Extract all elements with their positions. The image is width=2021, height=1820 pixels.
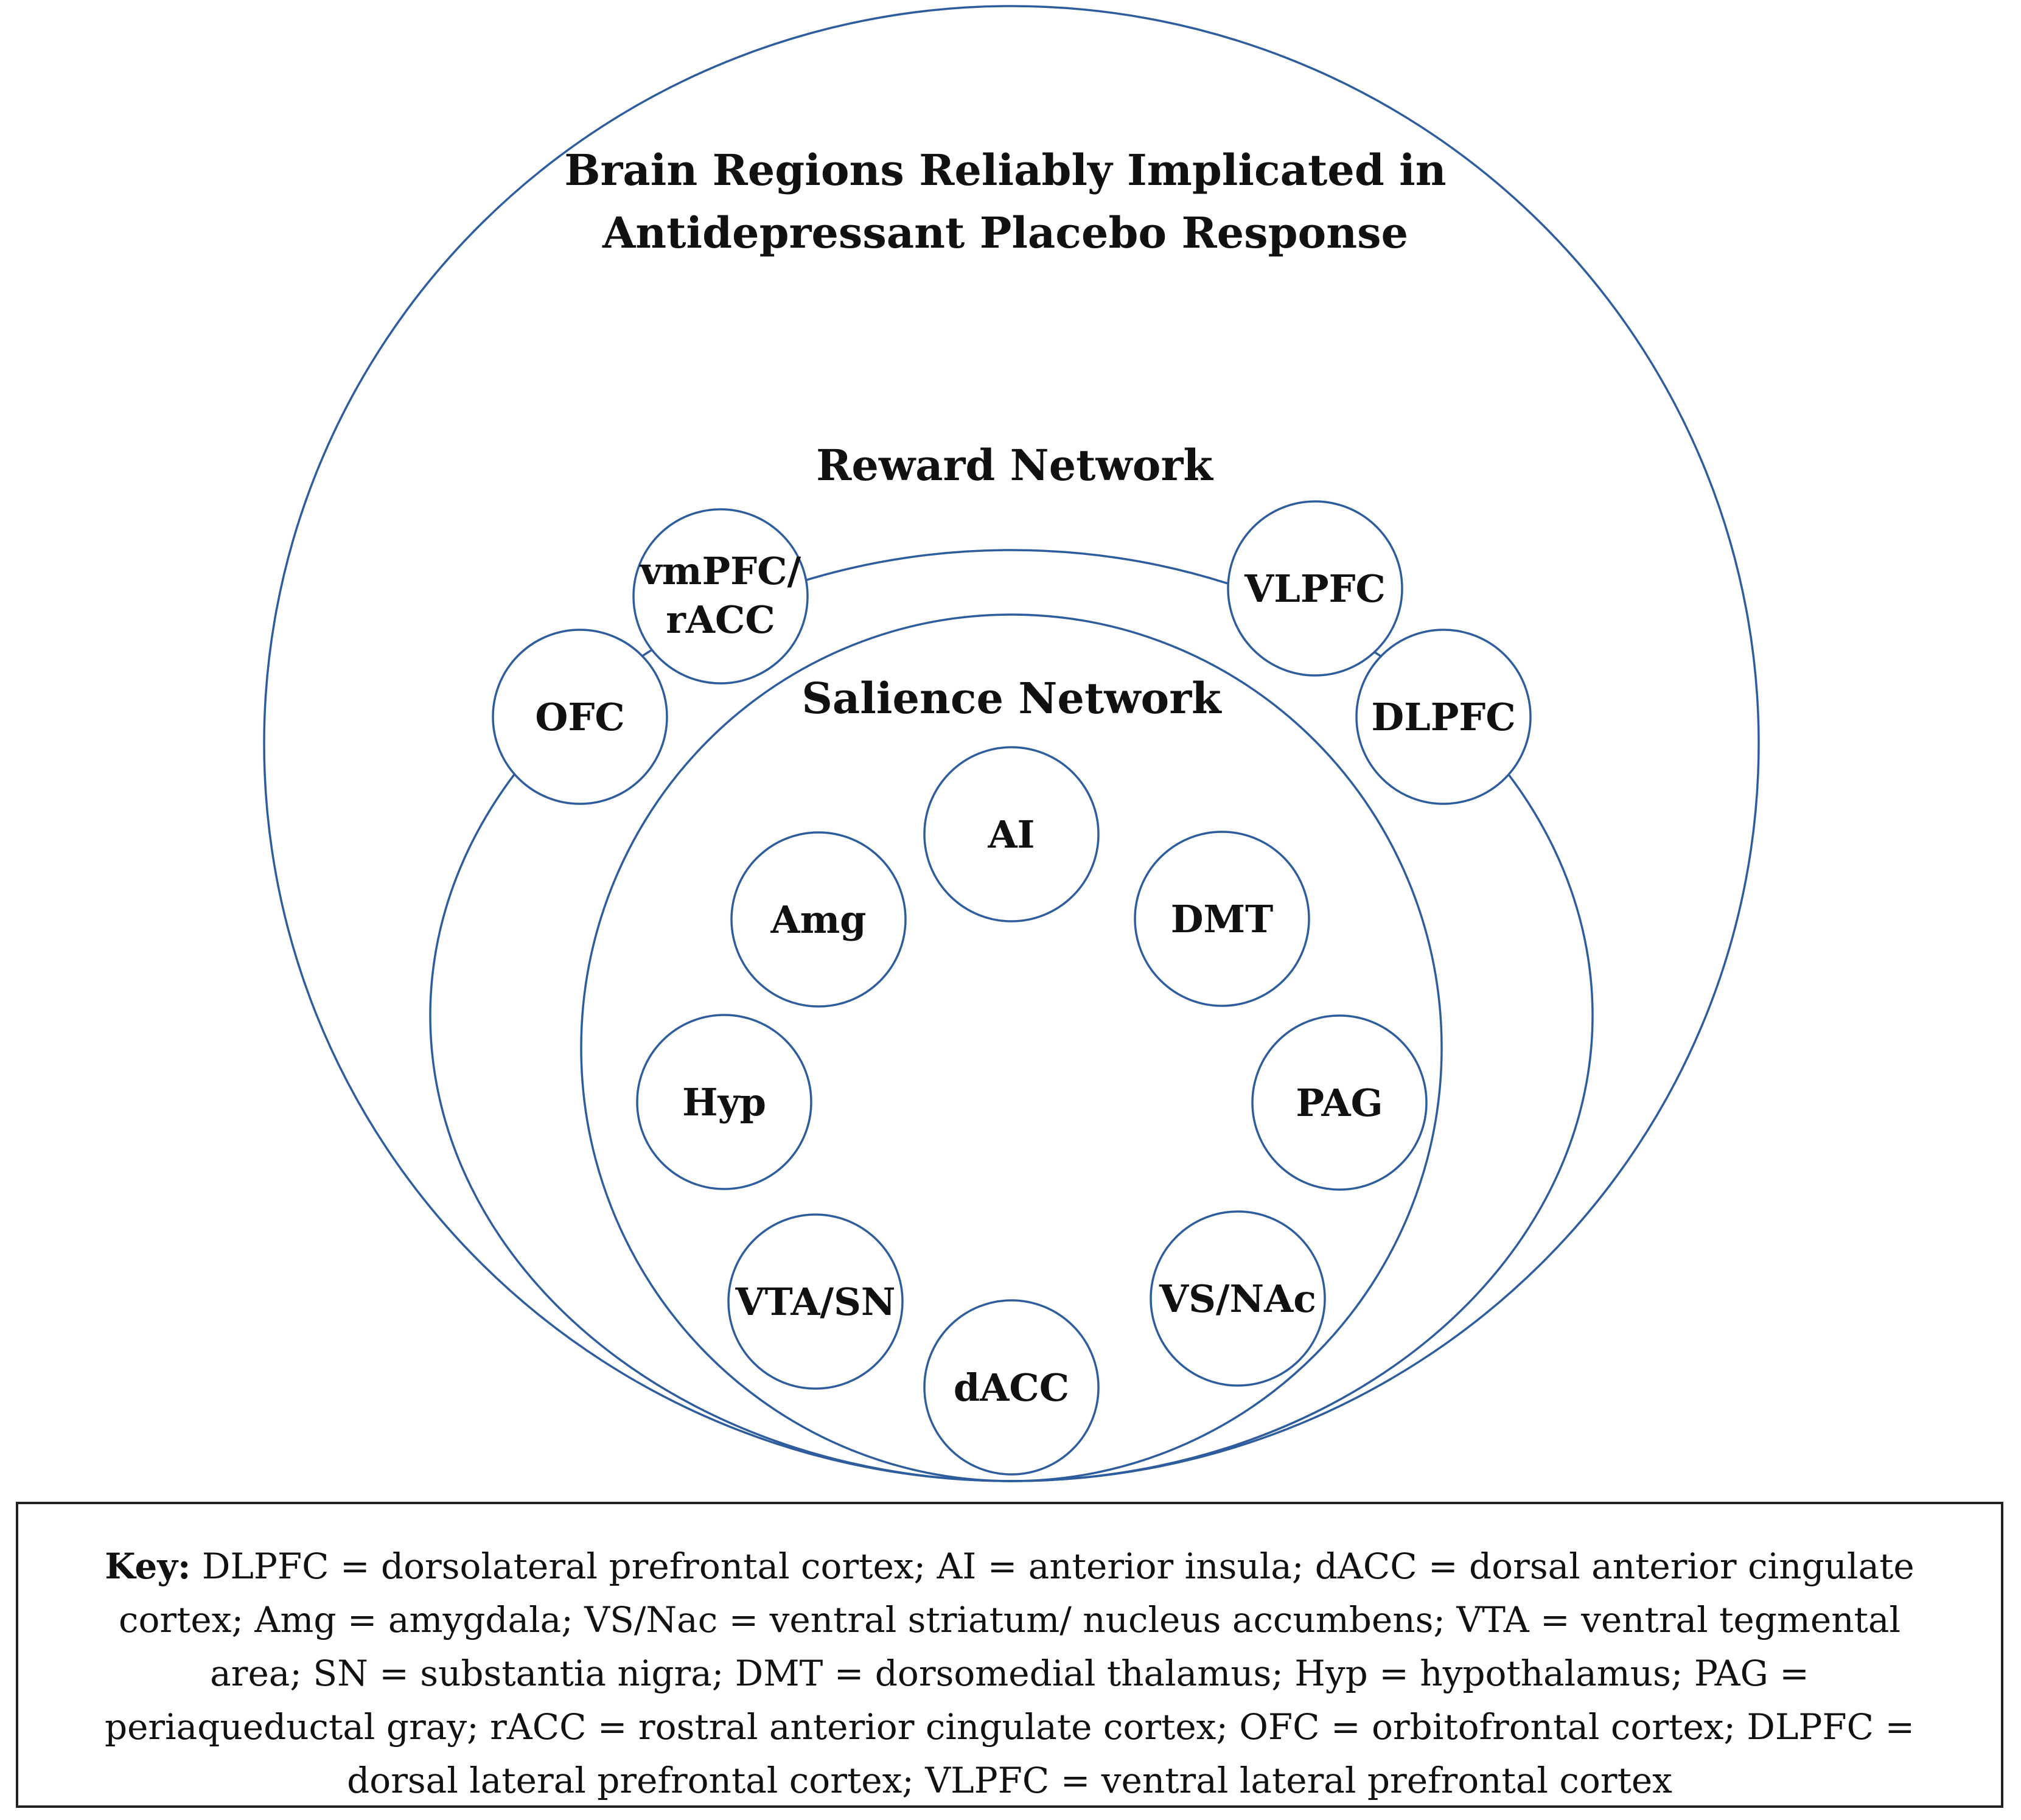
node-vlpfc: VLPFC <box>1227 500 1403 677</box>
node-ofc: OFC <box>492 629 668 805</box>
node-dacc-label: dACC <box>954 1365 1069 1410</box>
node-vmpfc-label-1: vmPFC/ <box>639 549 801 593</box>
node-pag-label: PAG <box>1296 1081 1383 1125</box>
diagram-title-line1: Brain Regions Reliably Implicated in <box>564 145 1446 195</box>
node-dacc: dACC <box>923 1299 1100 1476</box>
node-ofc-label: OFC <box>535 695 624 739</box>
node-dmt: DMT <box>1134 831 1310 1007</box>
salience-network-label: Salience Network <box>801 673 1222 723</box>
node-amg-label: Amg <box>770 898 866 942</box>
diagram-title-line2: Antidepressant Placebo Response <box>602 207 1408 258</box>
node-dmt-label: DMT <box>1171 897 1274 941</box>
node-vmpfc-racc: vmPFC/ rACC <box>632 508 809 685</box>
key-label: Key: <box>105 1546 191 1587</box>
node-hyp-label: Hyp <box>682 1080 766 1124</box>
venn-diagram: Brain Regions Reliably Implicated in Ant… <box>263 5 1760 1482</box>
node-ai-label: AI <box>987 812 1035 857</box>
salience-network-circle <box>580 613 1443 1482</box>
node-vs-nac: VS/NAc <box>1150 1210 1326 1387</box>
node-hyp: Hyp <box>636 1014 812 1190</box>
node-vta-sn: VTA/SN <box>727 1213 904 1390</box>
node-vmpfc-label-2: rACC <box>666 598 775 642</box>
key-box: Key: DLPFC = dorsolateral prefrontal cor… <box>16 1502 2003 1808</box>
node-vlpfc-label: VLPFC <box>1244 567 1386 611</box>
node-dlpfc-label: DLPFC <box>1371 695 1515 739</box>
key-text: DLPFC = dorsolateral prefrontal cortex; … <box>104 1546 1915 1801</box>
node-vta-sn-label: VTA/SN <box>735 1280 895 1324</box>
node-vs-nac-label: VS/NAc <box>1159 1277 1316 1321</box>
node-amg: Amg <box>730 831 907 1008</box>
node-pag: PAG <box>1251 1014 1428 1191</box>
node-dlpfc: DLPFC <box>1355 629 1532 805</box>
reward-network-label: Reward Network <box>816 440 1213 490</box>
node-ai: AI <box>923 746 1100 922</box>
